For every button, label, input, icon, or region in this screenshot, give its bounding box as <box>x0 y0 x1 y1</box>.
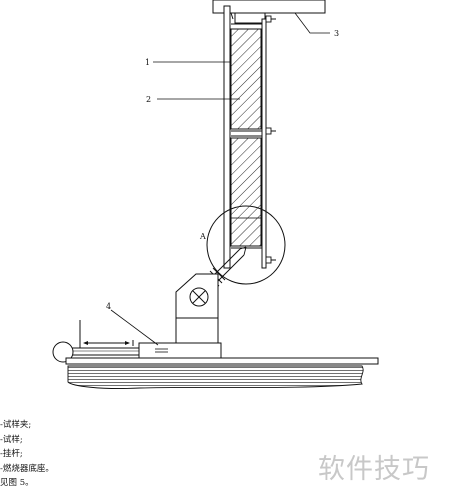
burner-base <box>138 342 222 359</box>
base-table <box>65 357 379 389</box>
detail-circle-a <box>206 205 286 285</box>
legend-item: -试样; <box>0 434 23 445</box>
slide-rail <box>52 320 140 363</box>
legend-item: -燃烧器底座。 <box>0 463 54 474</box>
callout-3: 3 <box>334 29 339 38</box>
burner <box>175 246 247 344</box>
leader-lines <box>110 12 330 346</box>
legend-item: 见图 5。 <box>0 478 34 489</box>
bolt-icon <box>265 256 276 264</box>
legend-item: -挂杆; <box>0 449 23 460</box>
callout-4: 4 <box>106 302 111 311</box>
callout-1: 1 <box>145 58 150 67</box>
specimen <box>230 28 262 247</box>
callout-2: 2 <box>146 95 151 104</box>
legend-item: -试样夹; <box>0 420 32 430</box>
hanger-rod <box>212 0 326 24</box>
watermark: 软件技巧 <box>318 454 430 485</box>
bolt-icon <box>265 15 276 23</box>
callout-detail-a: A <box>199 232 206 241</box>
specimen-holder <box>223 5 276 269</box>
bolt-icon <box>265 127 276 135</box>
knob-icon <box>52 341 74 363</box>
legend: -试样夹; -试样; -挂杆; -燃烧器底座。 见图 5。 <box>0 418 54 491</box>
